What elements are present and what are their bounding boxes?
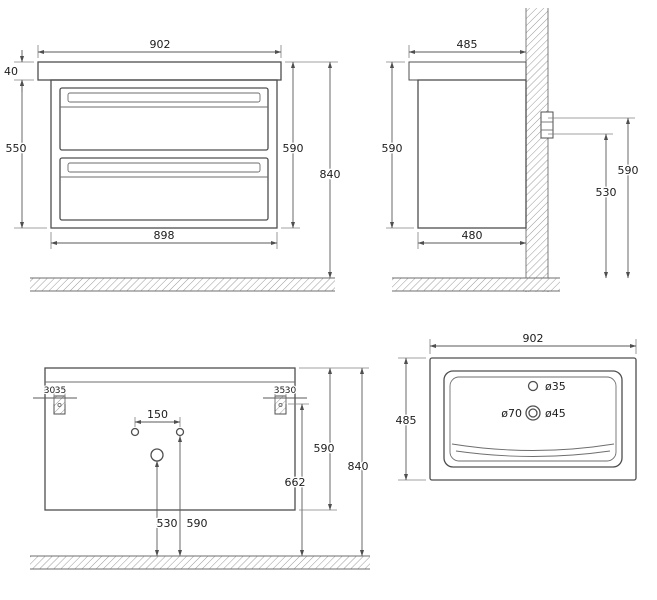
dim-label-back-offset-right-inner: 35	[274, 386, 285, 396]
dim-label-faucet-hole-dia: ø35	[545, 380, 566, 393]
floor-side	[392, 277, 560, 292]
dim-label-side-total-height: 590	[382, 142, 403, 155]
dim-label-back-offset-right-outer: 30	[285, 386, 297, 396]
back-view: 30 35 35 30 150 530 590	[30, 367, 370, 570]
basin-bowl-curve-inner	[455, 450, 611, 457]
dim-label-overflow-dia: ø70	[501, 407, 522, 420]
basin-bowl-edge	[443, 370, 623, 468]
dim-back-panel-height: 590	[299, 367, 337, 511]
dim-label-front-cabinet-height: 550	[6, 142, 27, 155]
dim-side-cabinet-depth: 480	[417, 228, 527, 249]
dim-label-side-rail-height-lower: 530	[596, 186, 617, 199]
dim-back-offsets-left: 30 35	[33, 385, 77, 404]
countertop-side	[408, 61, 527, 81]
drain-hole	[150, 448, 164, 462]
mounting-rail-plate	[540, 111, 554, 139]
dim-back-drain-hole-height: 530	[154, 460, 179, 557]
basin-outer-rim	[429, 357, 637, 481]
wall-mounting-rail	[540, 111, 554, 139]
dim-label-side-cabinet-depth: 480	[462, 229, 483, 242]
countertop-front	[37, 61, 282, 81]
dim-label-back-offset-left-inner: 35	[55, 386, 66, 396]
dim-label-side-rail-height-upper: 590	[618, 164, 639, 177]
dim-label-basin-depth: 485	[396, 414, 417, 427]
dim-label-front-floor-to-top: 840	[320, 168, 341, 181]
dim-label-back-bracket-height: 662	[285, 476, 306, 489]
cabinet-body-side	[417, 79, 527, 229]
dim-label-back-total-height: 840	[348, 460, 369, 473]
drawer-bottom-handle-groove	[67, 162, 261, 173]
drain-opening	[528, 408, 538, 418]
floor-back	[30, 555, 370, 570]
dim-label-front-top-thickness: 40	[4, 65, 18, 78]
dim-basin-width: 902	[429, 331, 637, 354]
hanging-bracket-left	[53, 395, 66, 415]
dim-side-total-height: 590	[380, 61, 414, 229]
dim-side-overall-depth: 485	[408, 37, 527, 58]
dim-label-basin-width: 902	[523, 332, 544, 345]
bracket-hole-right	[278, 402, 283, 408]
cabinet-body-front	[50, 79, 278, 229]
drawer-bottom-face	[59, 157, 269, 221]
hanging-bracket-right	[274, 395, 287, 415]
floor-hatch-front	[30, 278, 335, 291]
drawer-top-face	[59, 87, 269, 151]
dim-front-overall-width: 902	[37, 37, 282, 58]
dim-front-floor-to-top: 840	[318, 61, 342, 279]
floor-front	[30, 277, 335, 292]
dim-label-back-tap-hole-height: 590	[187, 517, 208, 530]
tap-hole-left	[130, 427, 140, 437]
front-view: 902 40 550 590 840	[3, 37, 342, 292]
overflow-recess	[525, 405, 541, 421]
dim-label-front-cabinet-width: 898	[154, 229, 175, 242]
dim-front-top-thickness: 40	[3, 50, 34, 92]
tap-hole-right	[175, 427, 185, 437]
floor-hatch-back	[30, 556, 370, 569]
basin-bowl	[443, 370, 623, 468]
dim-back-offsets-right: 35 30	[263, 385, 307, 404]
dim-front-cabinet-height: 550	[4, 79, 47, 229]
back-panel	[44, 367, 296, 511]
drawer-top-handle-groove	[67, 92, 261, 103]
dim-label-back-tap-hole-spacing: 150	[147, 408, 168, 421]
side-view: 485 590 480 590	[380, 8, 640, 292]
dim-basin-depth: 485	[394, 357, 426, 481]
floor-hatch-side	[392, 278, 560, 291]
basin-top-view: 902 485 ø35 ø70 ø45	[394, 331, 637, 481]
dim-label-back-panel-height: 590	[314, 442, 335, 455]
dim-back-bracket-height: 662	[283, 403, 309, 557]
basin-bowl-inner-edge	[449, 376, 617, 462]
dim-front-total-height: 590	[281, 61, 338, 229]
drawer-top	[59, 87, 269, 151]
dim-back-tap-hole-spacing: 150	[134, 407, 181, 427]
bracket-hole-left	[57, 402, 62, 408]
faucet-hole	[527, 380, 539, 392]
drawer-bottom	[59, 157, 269, 221]
dim-back-tap-hole-height: 590	[177, 435, 209, 557]
wall	[525, 8, 549, 292]
dim-label-back-offset-left-outer: 30	[44, 386, 56, 396]
dim-front-cabinet-width: 898	[50, 228, 278, 249]
dim-label-back-drain-hole-height: 530	[157, 517, 178, 530]
dim-label-front-total-height: 590	[283, 142, 304, 155]
dim-label-drain-dia: ø45	[545, 407, 566, 420]
dim-label-side-overall-depth: 485	[457, 38, 478, 51]
dim-side-rail-height-lower: 530	[548, 133, 618, 279]
wall-hatch	[526, 8, 548, 292]
dim-side-rail-height-upper: 590	[548, 117, 640, 279]
dim-label-front-overall-width: 902	[150, 38, 171, 51]
basin-bowl-curve-outer	[451, 443, 615, 451]
dim-back-total-height: 840	[299, 367, 370, 557]
